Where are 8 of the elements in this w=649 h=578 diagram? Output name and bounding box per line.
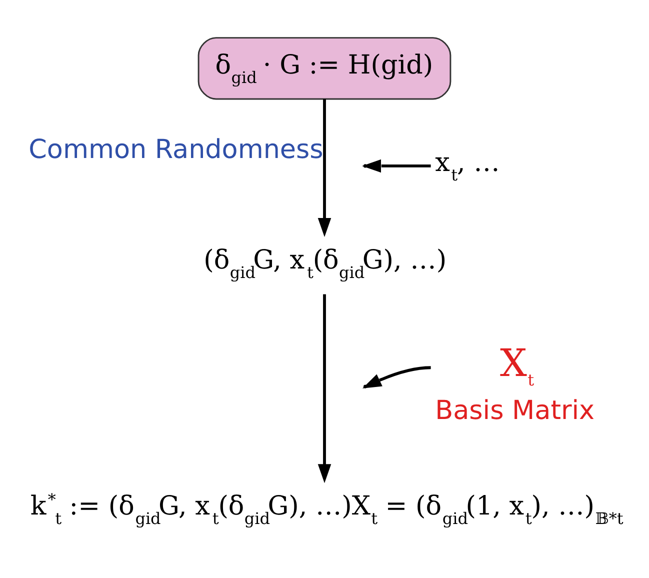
node-text: k$^{*}$$_{t}$ := (δ$_{gid}$G, x$_{t}$(δ$_{gid}$G), …)X$_{t}$ = (δ$_{gid}$(1, x$_{t}$), …)$_{𝔹*t}$ (30, 490, 624, 528)
node-text: x$_{t}$, … (435, 148, 500, 184)
arrow (318, 99, 332, 237)
edge-label: Common Randomness (28, 134, 324, 165)
node-box: δ$_{gid}$ · G := H(gid) (198, 37, 452, 100)
arrow (318, 294, 332, 484)
node-text: X$_{t}$ Basis Matrix (435, 341, 595, 426)
node-text: (δ$_{gid}$G, x$_{t}$(δ$_{gid}$G), …) (204, 245, 447, 282)
